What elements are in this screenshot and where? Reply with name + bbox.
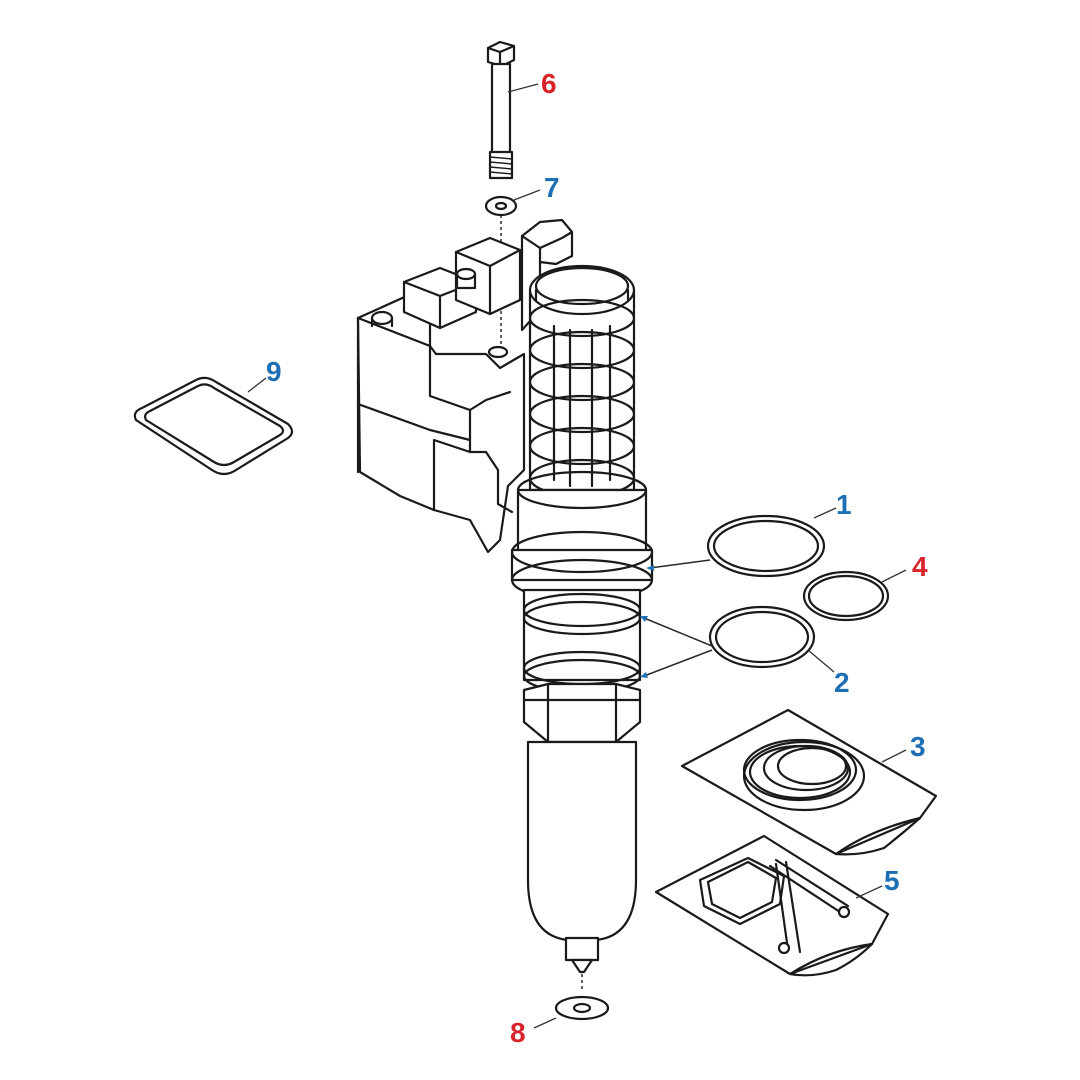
part-washer	[484, 195, 518, 345]
callout-6: 6	[541, 68, 557, 99]
callout-labels: 6 7 9 1 4 2 3 5 8	[266, 68, 928, 1048]
callout-3: 3	[910, 731, 926, 762]
callout-8: 8	[510, 1017, 526, 1048]
callout-2: 2	[834, 667, 850, 698]
part-nozzle-washer	[554, 995, 610, 1021]
part-bolt	[486, 40, 516, 180]
leader-lines	[247, 83, 907, 1029]
callout-5: 5	[884, 865, 900, 896]
part-injector-barrel	[510, 470, 654, 992]
callout-4: 4	[912, 551, 928, 582]
part-spring	[528, 264, 636, 498]
part-oring-2	[708, 605, 816, 669]
part-seal-kit-bag	[680, 708, 938, 856]
part-hardware-kit-bag	[654, 834, 890, 977]
part-oring-1	[706, 514, 826, 578]
callout-9: 9	[266, 356, 282, 387]
part-oring-4	[802, 570, 890, 622]
callout-1: 1	[836, 489, 852, 520]
callout-7: 7	[544, 172, 560, 203]
part-rect-gasket	[133, 376, 294, 476]
part-injector-body	[356, 218, 574, 554]
